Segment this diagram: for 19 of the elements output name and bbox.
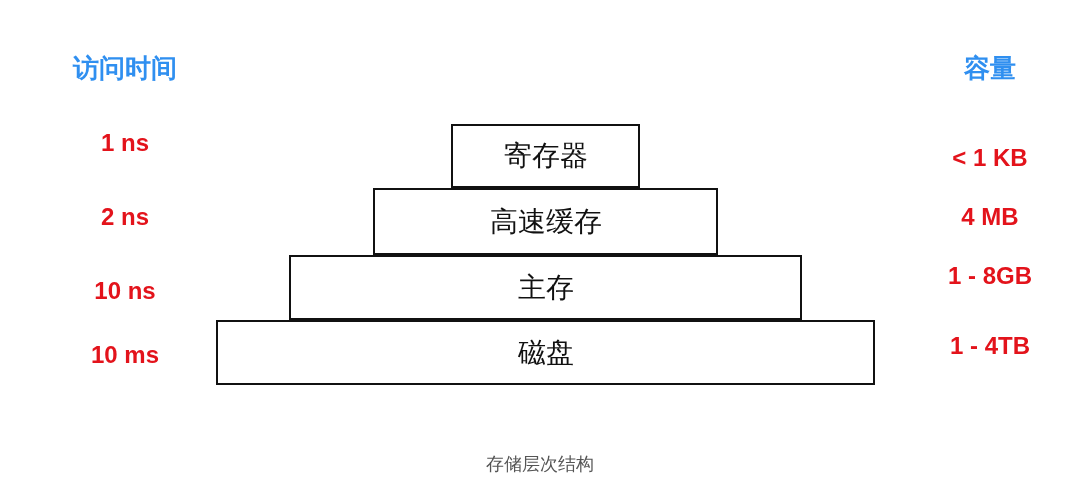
- caption: 存储层次结构: [486, 452, 594, 476]
- storage-level-box: [216, 320, 875, 385]
- storage-level-box: [289, 255, 802, 320]
- level-name: 主存: [517, 269, 574, 306]
- metric-value: 4 MB: [961, 202, 1019, 232]
- metric-value: 2 ns: [101, 202, 149, 232]
- storage-level-box: [451, 124, 640, 188]
- metric-value: 1 ns: [101, 128, 149, 158]
- level-name: 寄存器: [503, 138, 588, 174]
- column-header: 容量: [964, 52, 1016, 85]
- metric-value: 1 - 4TB: [950, 331, 1030, 361]
- level-name: 高速缓存: [489, 203, 602, 240]
- level-name: 磁盘: [517, 334, 574, 371]
- metric-value: 1 - 8GB: [948, 261, 1032, 291]
- metric-value: 10 ms: [90, 340, 160, 370]
- storage-level-box: [373, 188, 718, 255]
- column-header: 访问时间: [73, 52, 177, 85]
- metric-value: < 1 KB: [952, 143, 1028, 173]
- metric-value: 10 ns: [94, 276, 156, 306]
